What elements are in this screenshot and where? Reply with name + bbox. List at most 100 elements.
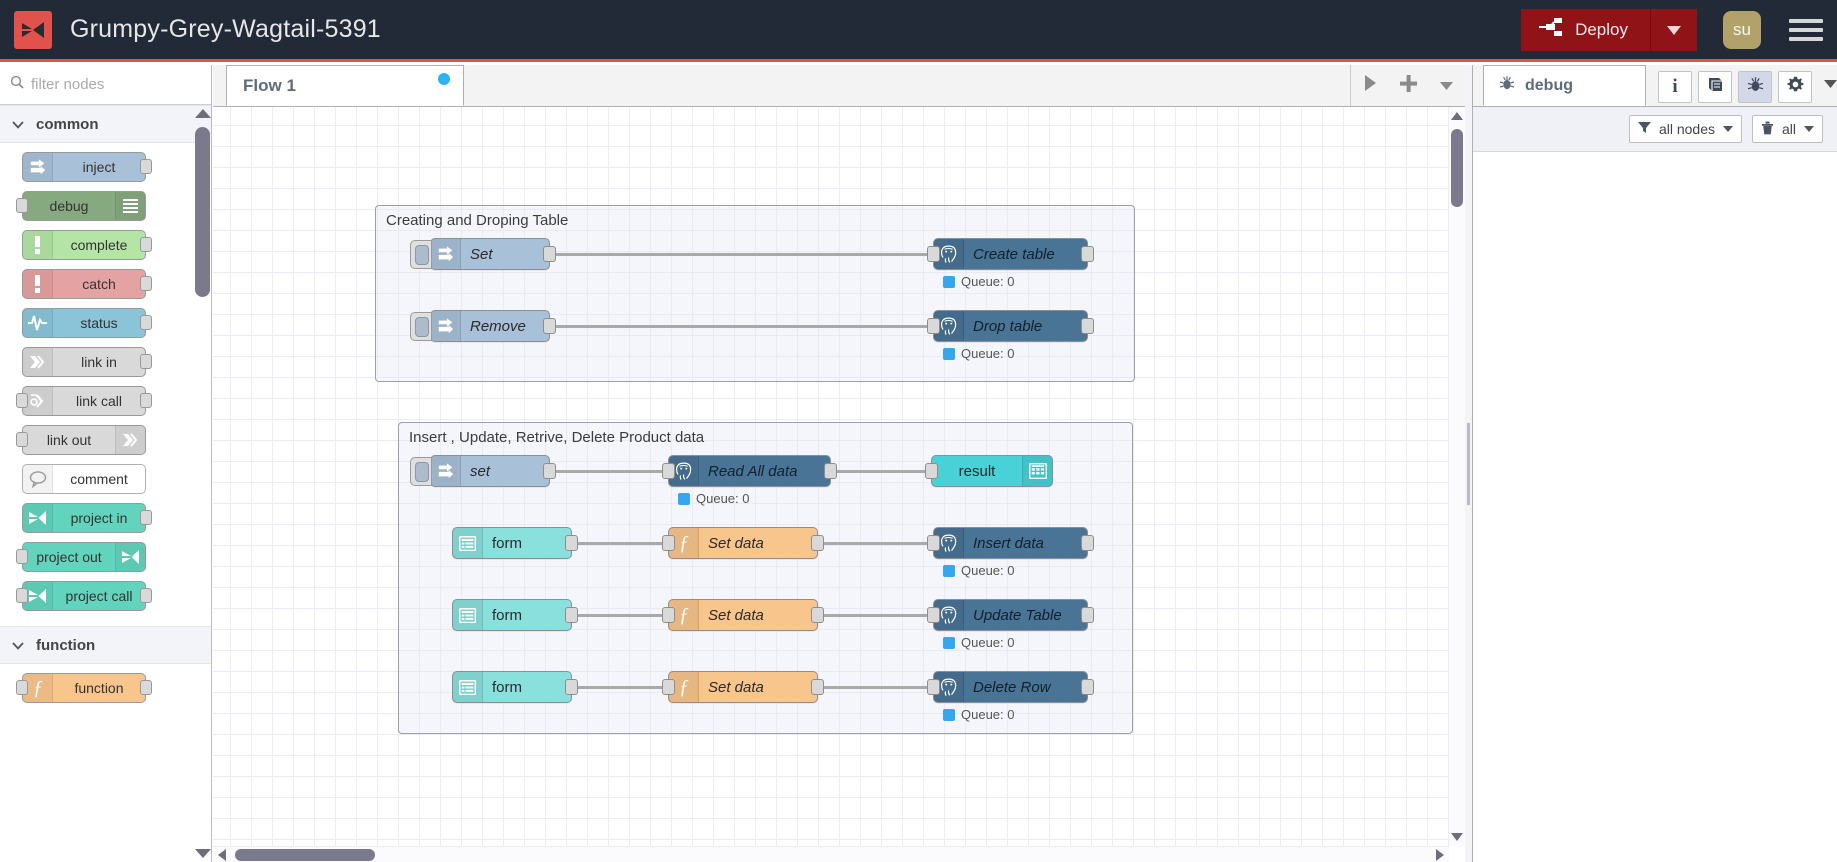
flow-wire[interactable] [550,253,933,256]
avatar[interactable]: su [1723,10,1761,49]
palette-node-link-in[interactable]: link in [22,347,152,377]
palette-node-project-in[interactable]: project in [22,503,152,533]
flow-node-remove[interactable]: Remove [410,310,556,342]
scroll-right-arrow-icon[interactable] [1436,849,1444,861]
config-tab-button[interactable] [1778,71,1812,103]
node-port-out[interactable] [565,607,578,623]
inject-trigger-button[interactable] [410,312,432,341]
scroll-up-arrow-icon[interactable] [195,109,211,118]
scroll-down-arrow-icon[interactable] [195,849,211,858]
node-port-in[interactable] [927,607,940,623]
flow-wire[interactable] [831,470,931,473]
palette-category-function[interactable]: function [0,626,211,664]
palette-scrollbar[interactable] [194,105,211,862]
flow-node-insert-data[interactable]: Insert data [927,527,1094,559]
node-port-in[interactable] [927,318,940,334]
flow-node-update-table[interactable]: Update Table [927,599,1094,631]
run-flow-button[interactable] [1351,65,1389,106]
node-port-out[interactable] [543,318,556,334]
flow-wire[interactable] [818,542,933,545]
flow-wire[interactable] [818,614,933,617]
flow-node-read-all-data[interactable]: Read All data [662,455,837,487]
node-port-out[interactable] [565,679,578,695]
flow-wire[interactable] [550,325,933,328]
flow-node-form[interactable]: form [452,671,578,703]
scroll-down-arrow-icon[interactable] [1451,833,1463,841]
palette-node-link-out[interactable]: link out [16,425,146,455]
add-flow-button[interactable] [1389,65,1427,106]
sidebar-more-button[interactable] [1824,75,1837,99]
flow-node-set[interactable]: Set [410,238,556,270]
flow-menu-button[interactable] [1427,65,1465,106]
node-port-in[interactable] [927,535,940,551]
node-port-in[interactable] [927,679,940,695]
flow-wire[interactable] [572,614,668,617]
canvas-vertical-scrollbar[interactable] [1449,107,1465,846]
node-port-in[interactable] [662,679,675,695]
node-port-in[interactable] [925,463,938,479]
flow-wire[interactable] [550,470,668,473]
debug-filter-select[interactable]: all nodes [1628,115,1742,143]
canvas-horizontal-scrollbar[interactable] [213,846,1449,862]
node-port-out[interactable] [811,607,824,623]
info-tab-button[interactable]: i [1658,71,1692,103]
node-port-out[interactable] [811,535,824,551]
node-port-out[interactable] [1081,535,1094,551]
inject-trigger-button[interactable] [410,240,432,269]
palette-scrollbar-thumb[interactable] [195,127,210,297]
node-port-out[interactable] [543,246,556,262]
flow-node-form[interactable]: form [452,527,578,559]
deploy-button[interactable]: Deploy [1521,8,1697,51]
debug-tab-button[interactable] [1738,71,1772,103]
flow-wire[interactable] [818,686,933,689]
node-port-in[interactable] [662,607,675,623]
scroll-up-arrow-icon[interactable] [1451,112,1463,120]
node-port-out[interactable] [543,463,556,479]
hamburger-menu-icon[interactable] [1789,13,1823,47]
palette-node-complete[interactable]: complete [22,230,152,260]
debug-message-list[interactable] [1473,152,1837,862]
palette-node-project-out[interactable]: project out [16,542,146,572]
palette-node-inject[interactable]: inject [22,152,152,182]
node-port-out[interactable] [1081,679,1094,695]
node-port-out[interactable] [824,463,837,479]
palette-search[interactable]: filter nodes [0,65,211,105]
canvas-hscroll-thumb[interactable] [235,849,375,861]
flow-group[interactable]: Creating and Droping Table [375,205,1135,382]
debug-clear-select[interactable]: all [1751,115,1823,143]
node-port-out[interactable] [1081,607,1094,623]
node-port-in[interactable] [662,535,675,551]
flow-wire[interactable] [572,542,668,545]
node-port-out[interactable] [1081,318,1094,334]
flow-wire[interactable] [572,686,668,689]
flow-node-delete-row[interactable]: Delete Row [927,671,1094,703]
node-port-out[interactable] [1081,246,1094,262]
tab-flow-1[interactable]: Flow 1 [226,65,464,106]
help-tab-button[interactable] [1698,71,1732,103]
node-port-in[interactable] [662,463,675,479]
flow-node-drop-table[interactable]: Drop table [927,310,1094,342]
palette-node-project-call[interactable]: project call [16,581,152,611]
flow-node-set[interactable]: set [410,455,556,487]
flow-node-form[interactable]: form [452,599,578,631]
palette-node-status[interactable]: status [22,308,152,338]
palette-node-catch[interactable]: catch [22,269,152,299]
canvas-vscroll-thumb[interactable] [1451,129,1463,207]
palette-category-common[interactable]: common [0,105,211,143]
deploy-options-button[interactable] [1650,8,1697,51]
flow-node-result[interactable]: result [925,455,1053,487]
inject-trigger-button[interactable] [410,457,432,486]
node-port-in[interactable] [927,246,940,262]
deploy-button-main[interactable]: Deploy [1521,9,1650,51]
palette-node-debug[interactable]: debug [16,191,146,221]
scroll-left-arrow-icon[interactable] [218,849,226,861]
flow-node-create-table[interactable]: Create table [927,238,1094,270]
sidebar-resize-handle[interactable] [1465,65,1472,862]
node-port-out[interactable] [565,535,578,551]
node-port-out[interactable] [811,679,824,695]
palette-node-link-call[interactable]: link call [16,386,152,416]
